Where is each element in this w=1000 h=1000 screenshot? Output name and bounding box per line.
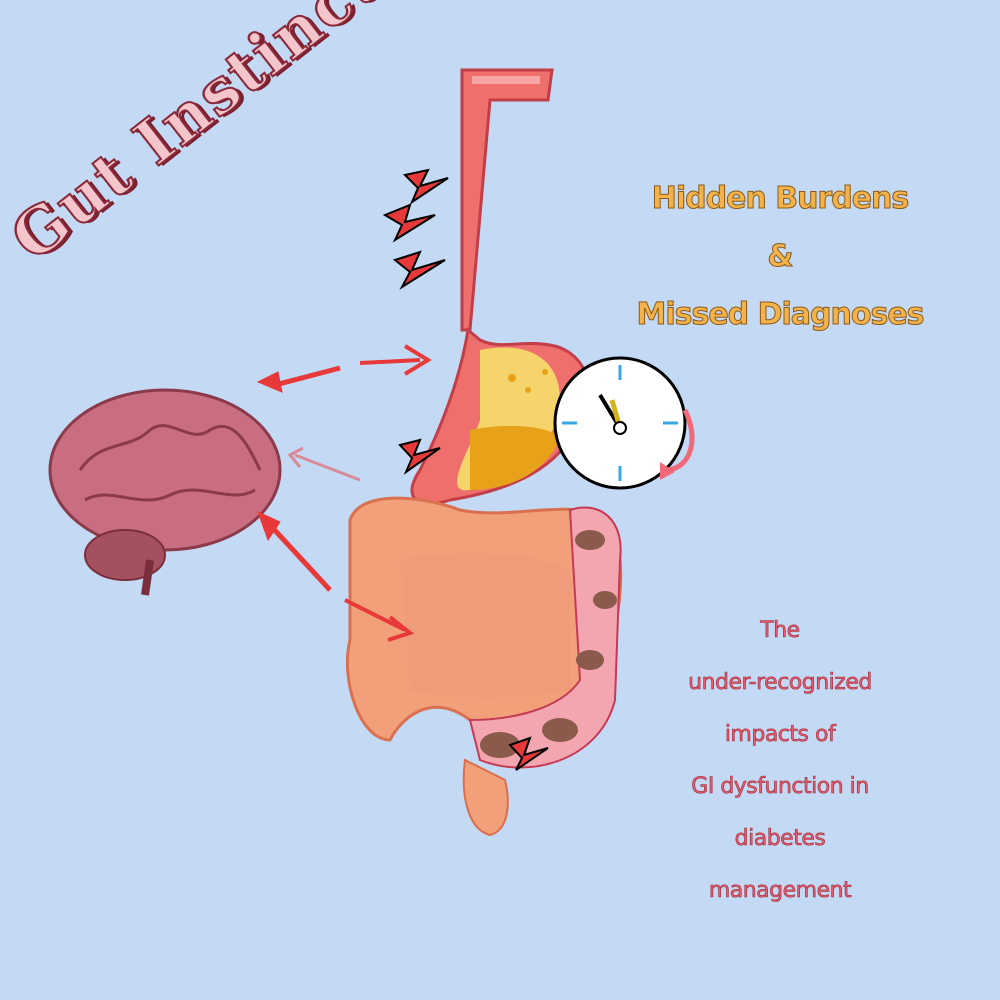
faint-arrow-icon	[287, 446, 361, 482]
arrow-icon	[256, 344, 432, 642]
headline-line-3: Missed Diagnoses	[636, 297, 925, 333]
subtitle: The under-recognized impacts of GI dysfu…	[640, 605, 920, 917]
clock-icon	[553, 356, 695, 490]
subtitle-line-1: The	[760, 618, 801, 644]
headline-line-2: &	[767, 239, 794, 275]
esophagus-icon	[460, 68, 554, 332]
colon-icon	[345, 496, 623, 837]
headline: Hidden Burdens & Missed Diagnoses	[600, 170, 960, 344]
stomach-icon	[410, 327, 590, 506]
headline-line-1: Hidden Burdens	[651, 181, 910, 217]
subtitle-line-5: diabetes	[734, 826, 826, 852]
subtitle-line-3: impacts of	[724, 722, 836, 748]
subtitle-line-4: GI dysfunction in	[691, 774, 870, 800]
subtitle-line-6: management	[708, 878, 852, 904]
brain-icon	[48, 388, 282, 596]
subtitle-line-2: under-recognized	[688, 670, 873, 696]
lightning-icon	[382, 168, 549, 771]
